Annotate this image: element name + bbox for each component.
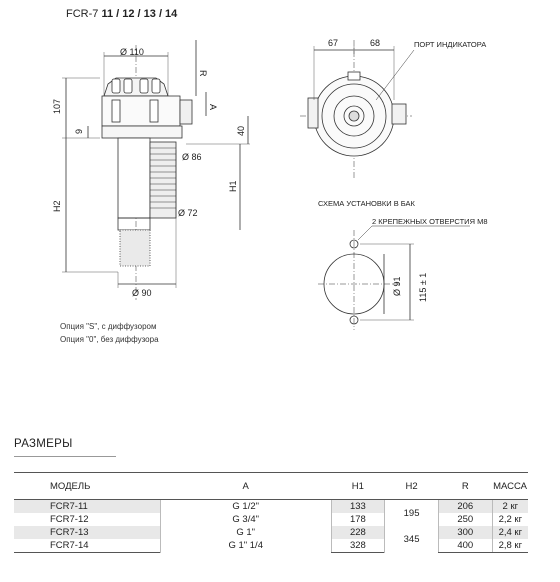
top-dim-68: 68 [370, 38, 380, 48]
option-s-note: Опция "S", с диффузором [60, 322, 157, 331]
mass-cell: 2 кг [491, 499, 528, 513]
col-header-a: А [160, 472, 332, 500]
dim-40: 40 [236, 126, 246, 136]
model-cell: FCR7-13 [14, 526, 161, 539]
section-divider [14, 456, 116, 457]
h2-cell: 345 [384, 526, 439, 553]
h1-cell: 133 [330, 499, 385, 513]
option-0-note: Опция "0", без диффузора [60, 335, 159, 344]
dim-a: A [208, 104, 218, 110]
dim-r: R [198, 70, 208, 77]
filter-side-view [62, 40, 250, 300]
title-models: 11 / 12 / 13 / 14 [101, 8, 178, 20]
dim-115: 115 ± 1 [418, 273, 428, 302]
mass-cell: 2,8 кг [491, 539, 528, 553]
mass-cell: 2,2 кг [491, 513, 528, 526]
col-header-r: R [438, 472, 493, 500]
a-value: G 3/4" [232, 514, 260, 525]
dim-86: Ø 86 [182, 152, 202, 162]
install-title: СХЕМА УСТАНОВКИ В БАК [318, 199, 416, 208]
holes-label: 2 КРЕПЕЖНЫХ ОТВЕРСТИЯ М8 [372, 217, 488, 226]
sizes-table: МОДЕЛЬ А H1 H2 R МАССА FCR7-11 G 1/2" G … [14, 472, 528, 553]
install-scheme [318, 225, 470, 330]
model-cell: FCR7-14 [14, 539, 161, 553]
dim-91: Ø 91 [392, 276, 402, 296]
page-title: FCR-7 11 / 12 / 13 / 14 [66, 8, 177, 20]
dim-9: 9 [74, 129, 84, 134]
top-dim-67: 67 [328, 38, 338, 48]
dim-107: 107 [52, 99, 62, 114]
dim-72: Ø 72 [178, 208, 198, 218]
technical-drawing: Ø 110 R A 107 9 40 Ø 86 H1 H2 Ø 72 Ø 90 … [52, 38, 488, 330]
title-prefix: FCR-7 [66, 8, 99, 20]
port-label: ПОРТ ИНДИКАТОРА [414, 40, 486, 49]
h1-cell: 228 [330, 526, 385, 539]
dim-h2: H2 [52, 200, 62, 212]
col-header-mass: МАССА [492, 472, 528, 500]
r-cell: 400 [437, 539, 493, 553]
mass-cell: 2,4 кг [491, 526, 528, 539]
a-value: G 1" [236, 527, 256, 539]
h2-cell: 195 [384, 499, 439, 526]
filter-top-view [300, 40, 415, 180]
table-row: FCR7-14 328 400 2,8 кг [14, 539, 528, 553]
r-cell: 206 [437, 499, 493, 513]
section-title: РАЗМЕРЫ [14, 438, 73, 450]
dim-top-diameter: Ø 110 [120, 47, 144, 57]
col-header-h1: H1 [331, 472, 385, 500]
table-row: FCR7-13 G 1" G 1" 1/4 228 345 300 2,4 кг [14, 526, 528, 553]
a-value: G 1/2" [232, 501, 260, 512]
a-value: G 1" 1/4 [228, 540, 263, 552]
model-cell: FCR7-11 [14, 499, 161, 513]
h1-cell: 328 [330, 539, 385, 553]
col-header-h2: H2 [384, 472, 439, 500]
dim-h1: H1 [228, 180, 238, 192]
dim-90: Ø 90 [132, 288, 152, 298]
col-header-model: МОДЕЛЬ [14, 472, 161, 500]
a-cell: G 1/2" G 3/4" [159, 499, 332, 526]
h1-cell: 178 [330, 513, 385, 526]
table-header-row: МОДЕЛЬ А H1 H2 R МАССА [14, 472, 528, 500]
table-row: FCR7-12 178 250 2,2 кг [14, 513, 528, 526]
r-cell: 300 [437, 526, 493, 539]
a-cell: G 1" G 1" 1/4 [159, 526, 332, 553]
r-cell: 250 [437, 513, 493, 526]
model-cell: FCR7-12 [50, 514, 89, 525]
table-row: FCR7-11 G 1/2" G 3/4" 133 195 206 2 кг [14, 499, 528, 526]
